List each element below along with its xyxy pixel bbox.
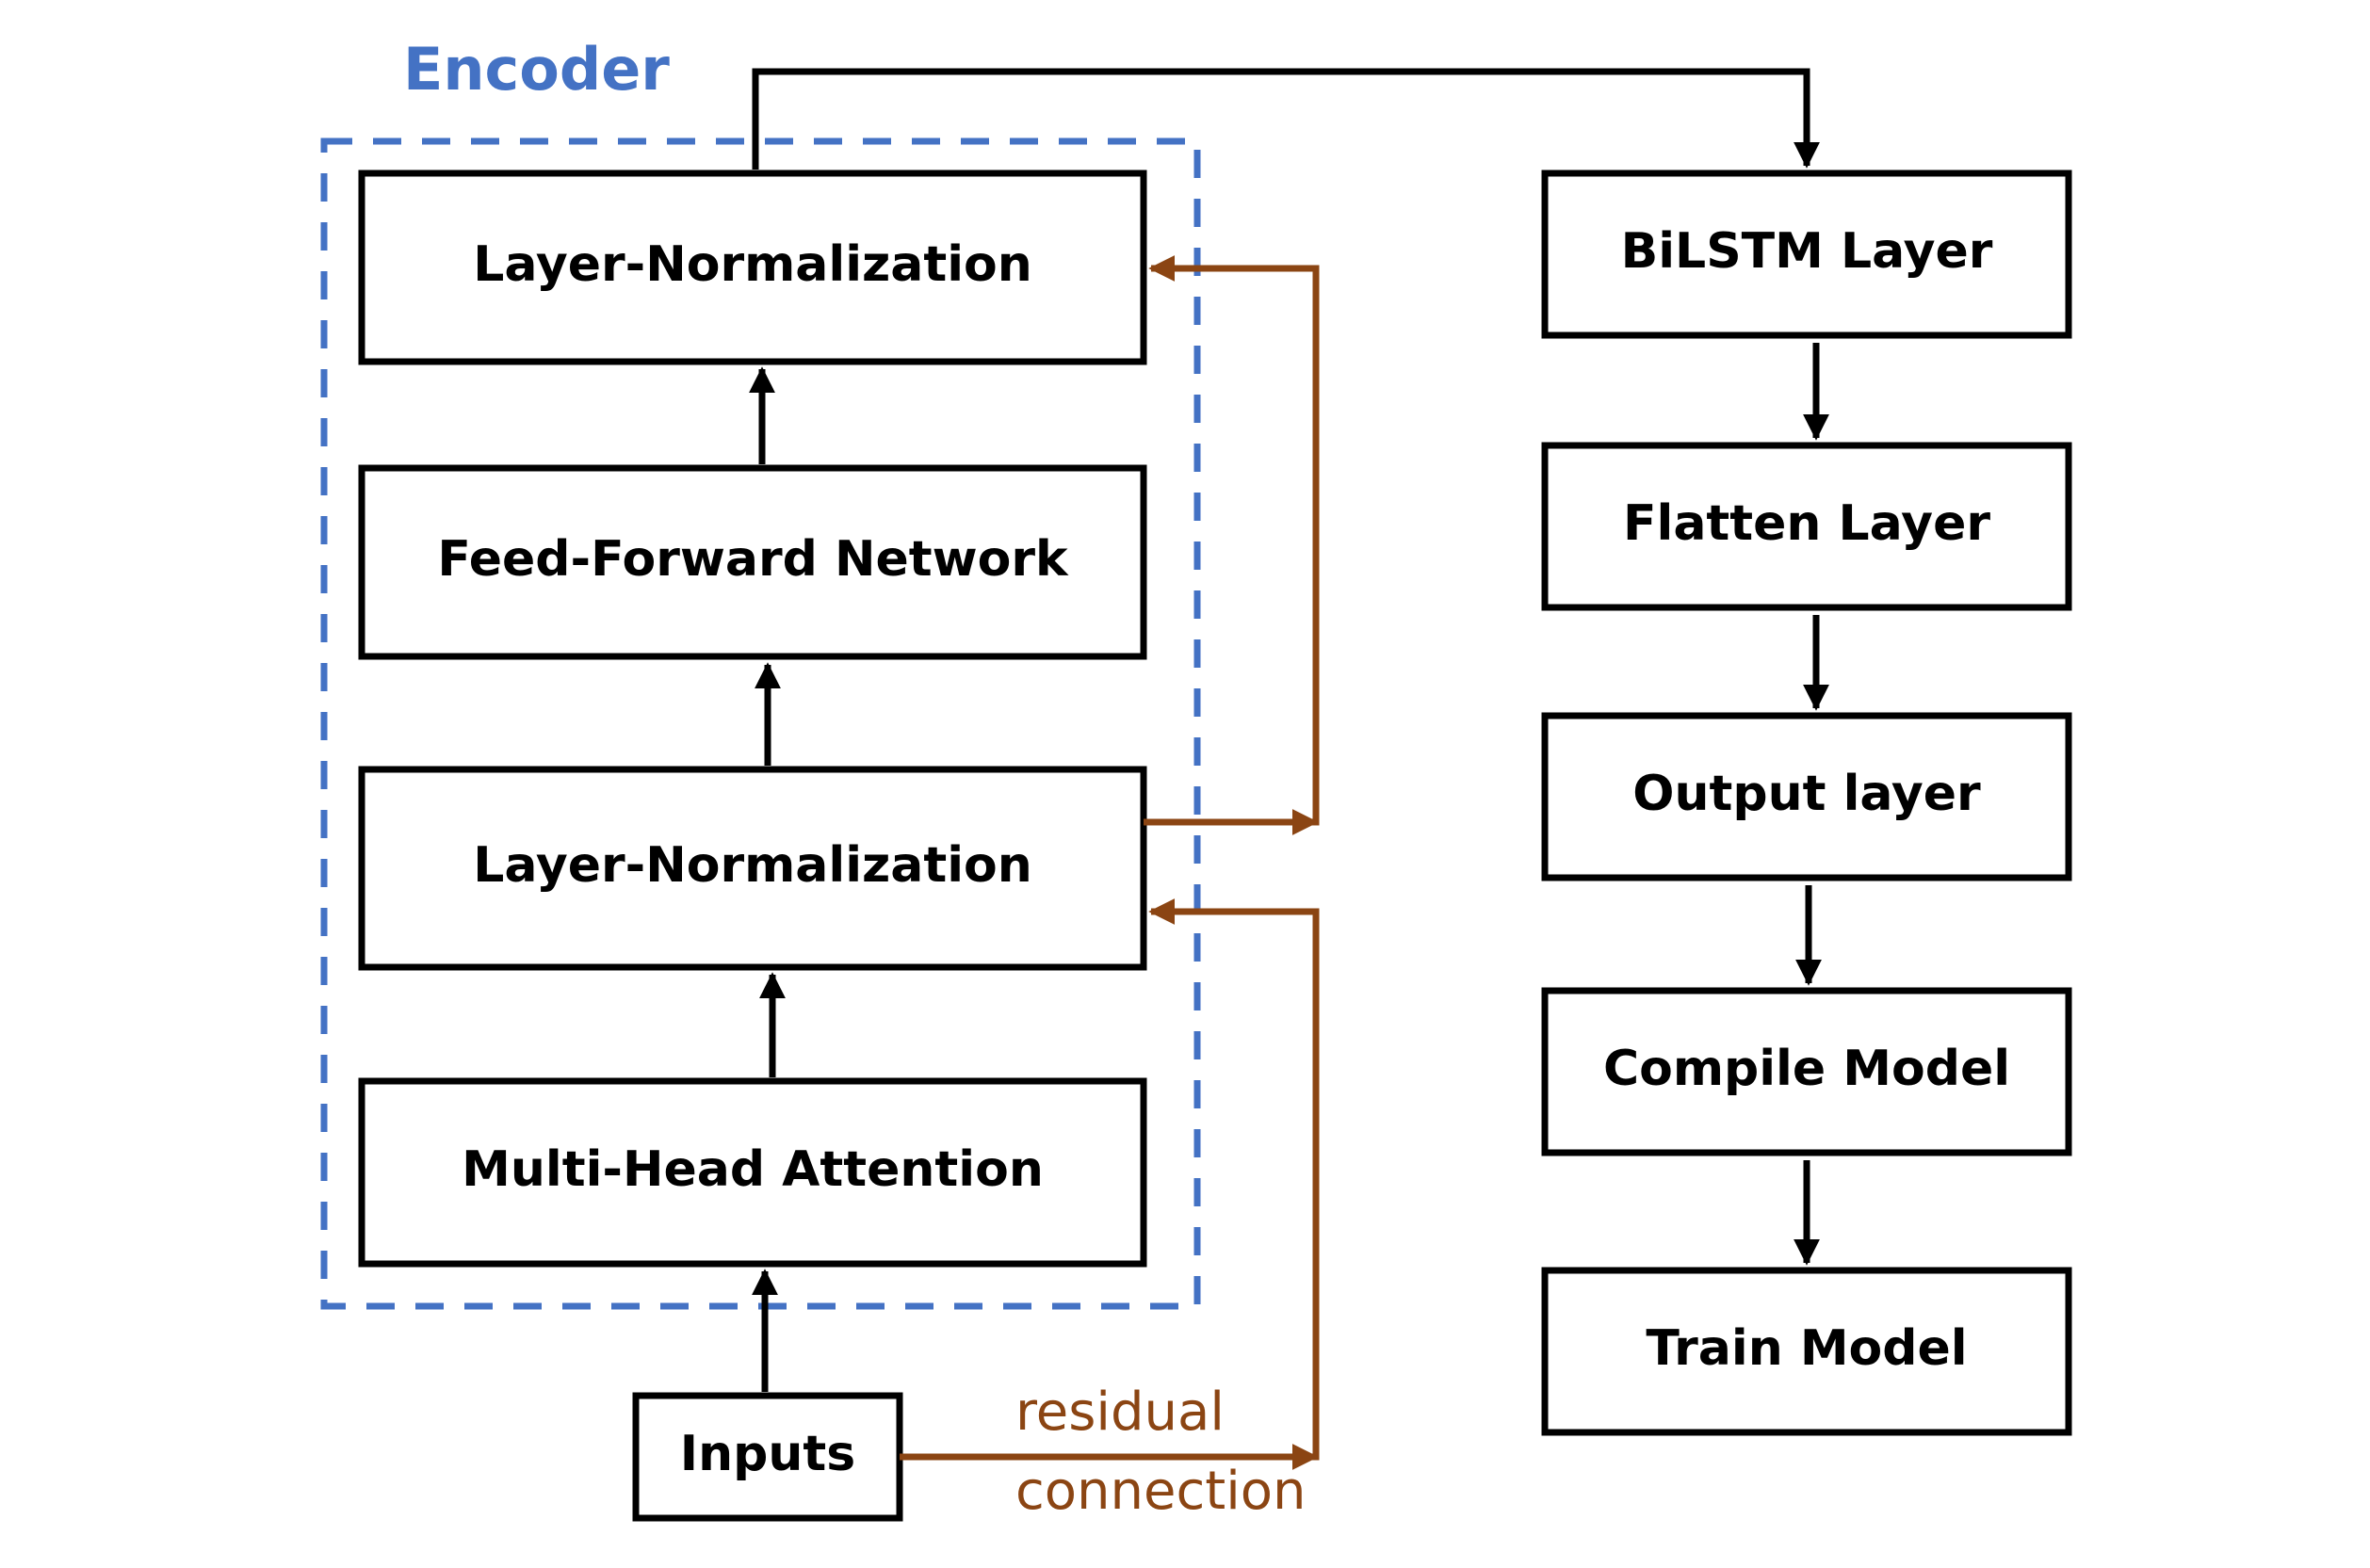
- pipeline-label: BiLSTM Layer: [1621, 223, 1993, 280]
- encoder-block-label: Layer-Normalization: [473, 837, 1032, 894]
- encoder-block-label: Layer-Normalization: [473, 236, 1032, 293]
- residual-label-line2: connection: [1015, 1461, 1307, 1522]
- pipeline-train: Train Model: [1541, 1267, 2072, 1436]
- encoder-title: Encoder: [403, 35, 670, 104]
- arrow-encoder-to-bilstm: [752, 68, 1820, 170]
- residual-line-inputs: [900, 898, 1320, 1461]
- encoder-block-feed-forward: Feed-Forward Network: [358, 464, 1147, 660]
- encoder-block-label: Multi-Head Attention: [462, 1141, 1044, 1198]
- encoder-block-multi-head-attention: Multi-Head Attention: [358, 1077, 1147, 1268]
- encoder-block-layer-norm-top: Layer-Normalization: [358, 170, 1147, 365]
- encoder-block-layer-norm-bottom: Layer-Normalization: [358, 766, 1147, 971]
- pipeline-flatten: Flatten Layer: [1541, 442, 2072, 611]
- encoder-block-label: Feed-Forward Network: [437, 531, 1069, 588]
- pipeline-label: Compile Model: [1603, 1041, 2010, 1097]
- inputs-label: Inputs: [680, 1426, 855, 1482]
- pipeline-label: Flatten Layer: [1623, 495, 1990, 552]
- pipeline-compile: Compile Model: [1541, 987, 2072, 1156]
- pipeline-output: Output layer: [1541, 712, 2072, 881]
- residual-line-norm: [1144, 255, 1320, 826]
- pipeline-bilstm: BiLSTM Layer: [1541, 170, 2072, 339]
- pipeline-label: Output layer: [1632, 766, 1981, 822]
- inputs-block: Inputs: [632, 1392, 903, 1522]
- pipeline-label: Train Model: [1646, 1320, 1967, 1377]
- residual-label-line1: residual: [1015, 1382, 1225, 1443]
- encoder-frame: [320, 137, 1201, 1310]
